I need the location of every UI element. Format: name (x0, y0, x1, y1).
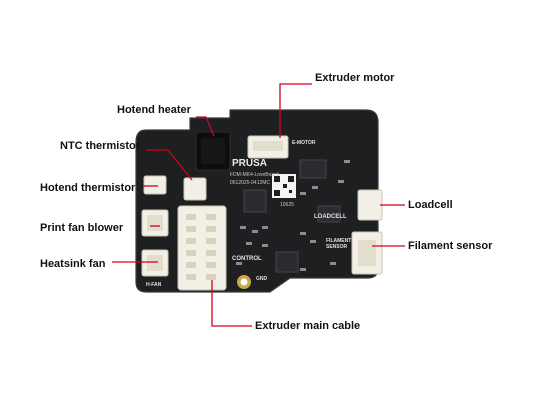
silkscreen-code: 10625 (280, 202, 294, 208)
label-extruder-main-cable: Extruder main cable (255, 320, 361, 332)
ntc-connector (183, 177, 207, 201)
label-loadcell: Loadcell (408, 199, 453, 211)
silkscreen-code: 0512025-0412MC (230, 180, 271, 186)
label-heatsink-fan: Heatsink fan (40, 258, 106, 270)
label-filament-sensor: Filament sensor (408, 240, 493, 252)
silkscreen-part-name: FDM-MK4-LoveBoard (230, 172, 279, 178)
ic-chip (317, 205, 341, 223)
silkscreen-control: CONTROL (232, 256, 262, 262)
leader-line-main-cable (211, 280, 252, 327)
label-hotend-thermistor: Hotend thermistor (40, 182, 136, 194)
silkscreen-gnd: GND (256, 276, 268, 282)
prusa-logo: PRUSA (232, 158, 268, 169)
label-extruder-motor: Extruder motor (315, 72, 395, 84)
silkscreen-hfan: H-FAN (146, 282, 162, 288)
leader-line-ntc-thermistor (146, 149, 193, 181)
silkscreen-fsensor: FILAMENT SENSOR (326, 238, 352, 250)
ic-chip (275, 251, 299, 273)
silkscreen-motor: E-MOTOR (292, 140, 316, 146)
label-ntc-thermistor: NTC thermistor (60, 140, 141, 152)
label-print-fan-blower: Print fan blower (40, 222, 124, 234)
leader-line-extruder-motor (279, 83, 312, 138)
leader-line-hotend-heater (196, 116, 215, 137)
label-hotend-heater: Hotend heater (117, 104, 191, 116)
ic-chip (243, 189, 267, 213)
silkscreen-loadcell: LOADCELL (314, 214, 347, 220)
ic-chip (299, 159, 327, 179)
hotend-thermistor-connector (143, 175, 167, 195)
